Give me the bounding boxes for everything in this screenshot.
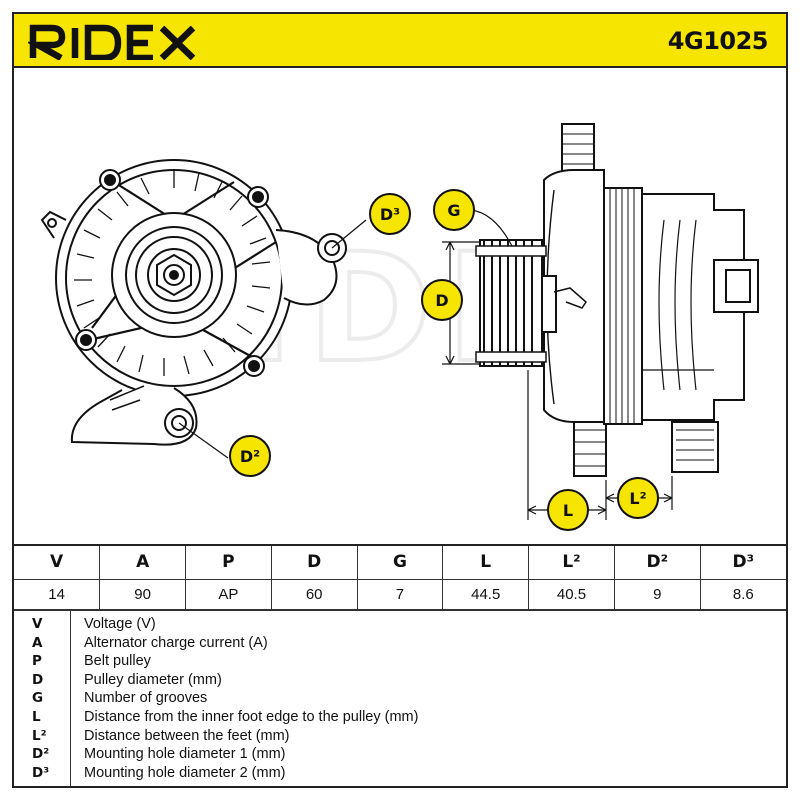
- part-number: 4G1025: [667, 27, 769, 55]
- product-sheet: 4G1025 RIDEX: [12, 12, 788, 788]
- svg-text:G: G: [447, 201, 460, 220]
- spec-value-cell: 60: [270, 578, 358, 610]
- legend: V Voltage (V) A Alternator charge curren…: [14, 610, 786, 786]
- spec-header-cell: L: [442, 544, 530, 580]
- legend-item: A Alternator charge current (A): [14, 634, 786, 653]
- spec-value-cell: 40.5: [528, 578, 615, 610]
- ridex-logo: [28, 24, 196, 60]
- legend-code: D³: [32, 764, 50, 781]
- legend-code: G: [32, 690, 44, 707]
- badge-d2: D²: [229, 435, 271, 477]
- legend-desc: Number of grooves: [84, 690, 208, 707]
- legend-item: D Pulley diameter (mm): [14, 671, 786, 690]
- spec-header-cell: P: [185, 544, 272, 580]
- header-bar: 4G1025: [14, 14, 786, 68]
- legend-code: A: [32, 634, 43, 651]
- legend-item: L² Distance between the feet (mm): [14, 727, 786, 746]
- legend-desc: Alternator charge current (A): [84, 634, 268, 651]
- legend-item: V Voltage (V): [14, 615, 786, 634]
- legend-code: D²: [32, 746, 50, 763]
- badge-g: G: [433, 189, 475, 231]
- spec-header-cell: D²: [613, 544, 701, 580]
- spec-header-cell: V: [14, 544, 101, 580]
- spec-table: V A P D G L L² D² D³ 14 90 AP 60 7 44.5 …: [14, 544, 786, 610]
- spec-value-cell: 90: [99, 578, 187, 610]
- badge-d3: D³: [369, 193, 411, 235]
- legend-code: L: [32, 709, 41, 725]
- spec-value-row: 14 90 AP 60 7 44.5 40.5 9 8.6: [14, 578, 786, 610]
- dimension-d-line: [442, 241, 480, 365]
- legend-code: P: [32, 653, 42, 670]
- spec-value-cell: 9: [613, 578, 701, 610]
- spec-value-cell: 8.6: [699, 578, 786, 610]
- svg-text:D³: D³: [380, 205, 400, 224]
- spec-value-cell: 44.5: [442, 578, 530, 610]
- spec-header-cell: L²: [528, 544, 615, 580]
- badge-l: L: [547, 489, 589, 531]
- legend-item: G Number of grooves: [14, 689, 786, 708]
- legend-item: D³ Mounting hole diameter 2 (mm): [14, 764, 786, 783]
- legend-desc: Pulley diameter (mm): [84, 671, 222, 688]
- legend-desc: Distance between the feet (mm): [84, 727, 290, 744]
- legend-item: P Belt pulley: [14, 652, 786, 671]
- svg-text:D²: D²: [240, 447, 260, 466]
- spec-header-cell: G: [356, 544, 444, 580]
- side-view: [475, 123, 759, 477]
- legend-desc: Mounting hole diameter 1 (mm): [84, 746, 286, 763]
- spec-header-cell: D: [270, 544, 358, 580]
- spec-header-cell: D³: [699, 544, 786, 580]
- legend-code: V: [32, 616, 43, 632]
- legend-item: L Distance from the inner foot edge to t…: [14, 708, 786, 727]
- legend-desc: Mounting hole diameter 2 (mm): [84, 764, 286, 781]
- spec-value-cell: 14: [14, 578, 101, 610]
- spec-header-cell: A: [99, 544, 187, 580]
- svg-text:L: L: [563, 501, 573, 520]
- front-view: [40, 159, 347, 446]
- badge-l2: L²: [617, 477, 659, 519]
- legend-desc: Voltage (V): [84, 616, 156, 632]
- legend-desc: Distance from the inner foot edge to the…: [84, 709, 419, 725]
- legend-item: D² Mounting hole diameter 1 (mm): [14, 745, 786, 764]
- legend-divider: [70, 611, 71, 786]
- spec-value-cell: 7: [356, 578, 444, 610]
- spec-header-row: V A P D G L L² D² D³: [14, 544, 786, 580]
- spec-value-cell: AP: [185, 578, 272, 610]
- legend-code: L²: [32, 727, 47, 744]
- svg-text:D: D: [435, 291, 448, 310]
- legend-desc: Belt pulley: [84, 653, 151, 670]
- alternator-drawing: RIDEX: [40, 123, 759, 531]
- svg-text:L²: L²: [629, 489, 646, 508]
- legend-code: D: [32, 671, 44, 688]
- badge-d: D: [421, 279, 463, 321]
